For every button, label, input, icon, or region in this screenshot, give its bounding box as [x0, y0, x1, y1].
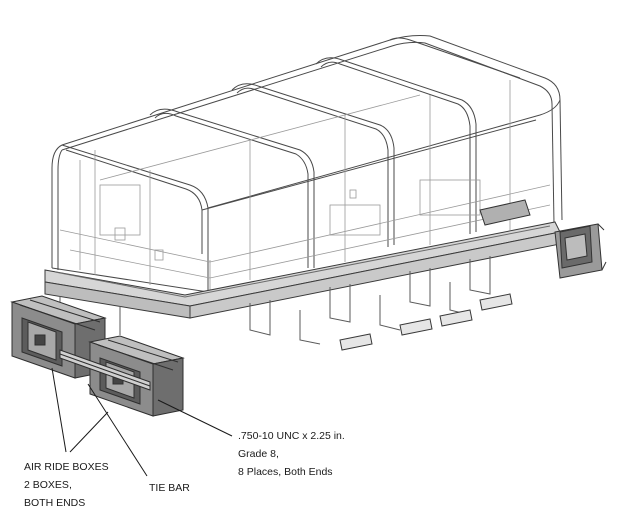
leader-air-ride-box-2	[69, 411, 109, 453]
bolt-spec-quantity: 8 Places, Both Ends	[238, 466, 333, 478]
enclosure-shell	[51, 35, 563, 293]
leader-air-ride-box-1	[51, 367, 67, 453]
tie-bar-label: TIE BAR	[149, 482, 190, 494]
leader-bolts	[157, 399, 233, 437]
enclosure-interior-detail	[59, 80, 551, 300]
air-ride-box-left-2	[88, 335, 185, 417]
bolt-spec-grade: Grade 8,	[238, 448, 279, 460]
air-ride-boxes-label: AIR RIDE BOXES	[24, 461, 109, 473]
callout-leaders	[51, 367, 233, 477]
air-ride-boxes-location: BOTH ENDS	[24, 497, 86, 509]
air-ride-boxes-callout: AIR RIDE BOXES 2 BOXES, BOTH ENDS	[24, 458, 109, 512]
tie-bar	[59, 349, 151, 391]
air-ride-boxes-count: 2 BOXES,	[24, 479, 72, 491]
leader-tie-bar	[87, 383, 148, 477]
air-ride-box-right	[479, 199, 607, 279]
bolt-spec-size: .750-10 UNC x 2.25 in.	[238, 430, 345, 442]
base-frame	[44, 221, 561, 351]
bolt-spec-callout: .750-10 UNC x 2.25 in. Grade 8, 8 Places…	[238, 427, 345, 481]
tie-bar-callout: TIE BAR	[149, 479, 190, 497]
